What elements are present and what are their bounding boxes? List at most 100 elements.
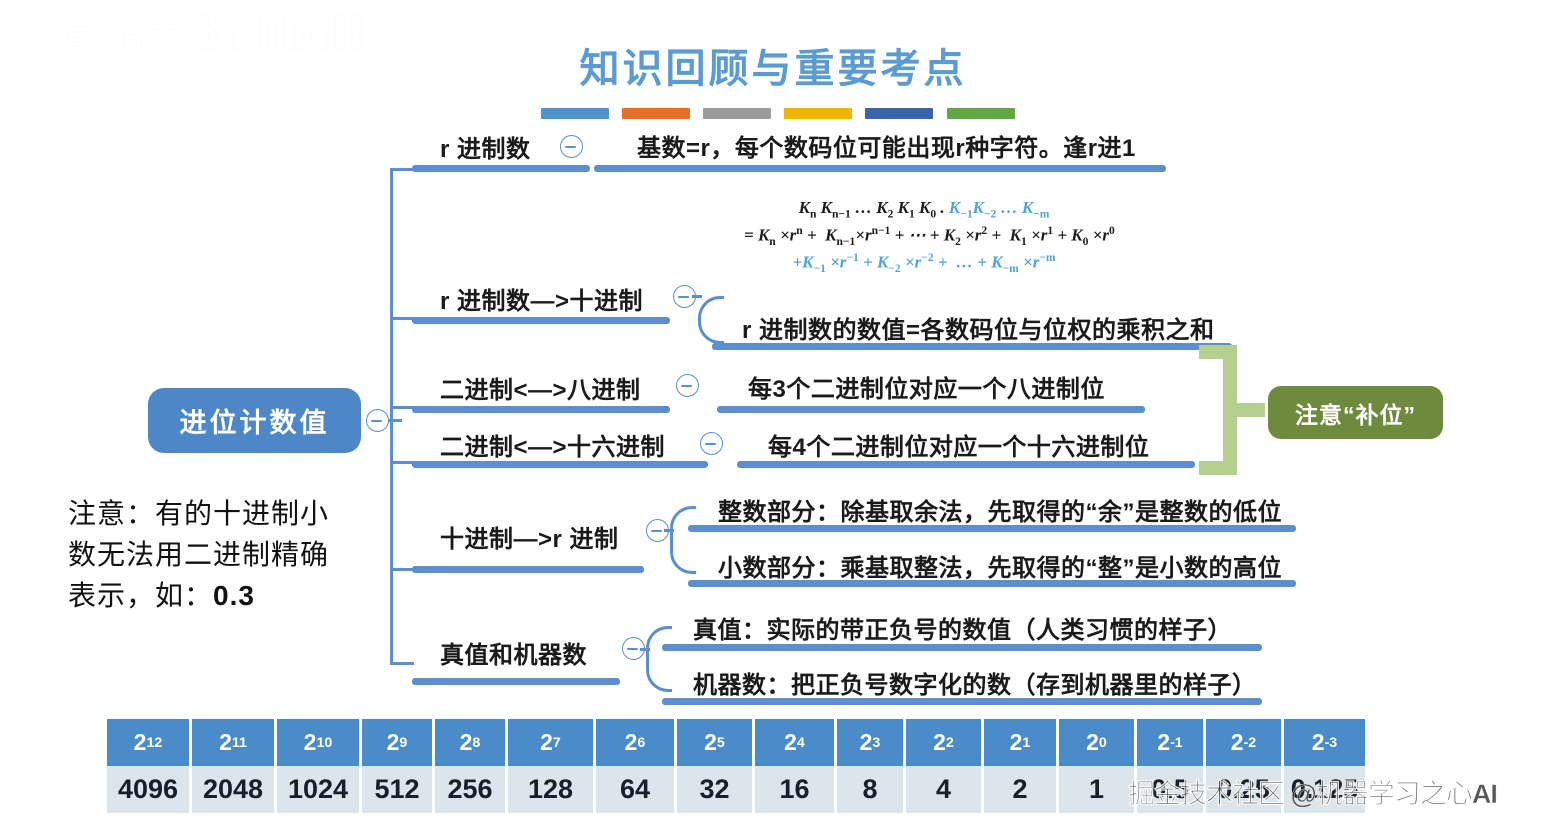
- bilibili-watermark-brand: bilibili: [196, 8, 367, 59]
- branch-underline-true-machine: [412, 678, 620, 685]
- table-value-cell: 2: [984, 766, 1059, 813]
- table-value-cell: 2048: [192, 766, 277, 813]
- content-underline-true-machine-1: [662, 698, 1262, 705]
- bracket-top-arm: [1199, 345, 1223, 359]
- accent-bar-gray: [703, 108, 771, 119]
- callout-badge[interactable]: 注意“补位”: [1268, 386, 1443, 439]
- root-trunk: [390, 168, 393, 662]
- 补位-bracket: [1199, 345, 1265, 475]
- table-value-cell: 8: [837, 766, 906, 813]
- elbow-stub-true-machine: [640, 648, 650, 651]
- accent-bar-row: [541, 108, 1023, 119]
- branch-collapse-icon-r-to-dec[interactable]: [673, 285, 696, 308]
- table-value-cell: 16: [755, 766, 837, 813]
- table-value-cell: 32: [677, 766, 755, 813]
- table-header-cell: 2-3: [1284, 719, 1365, 766]
- note-line-2: 数无法用二进制精确: [68, 539, 330, 571]
- branch-label-bin-oct[interactable]: 二进制<—>八进制: [440, 377, 641, 404]
- note-line-3: 表示，如：0.3: [68, 576, 378, 618]
- table-value-cell: 0.25: [1206, 766, 1284, 813]
- formula-line-1: Kn Kn−1 … K2 K1 K0 . K−1K−2 … K−m: [798, 198, 1050, 221]
- branch-label-r-to-dec[interactable]: r 进制数—>十进制: [440, 288, 644, 315]
- table-value-cell: 0.5: [1137, 766, 1206, 813]
- bilibili-watermark-cn: 三道·哈希: [18, 17, 187, 57]
- accent-bar-blue: [541, 108, 609, 119]
- elbow-dec-to-r: [670, 506, 696, 574]
- accent-bar-green: [947, 108, 1015, 119]
- branch-collapse-icon-r-base[interactable]: [560, 135, 583, 158]
- branch-collapse-icon-bin-oct[interactable]: [676, 374, 699, 397]
- accent-bar-navy: [865, 108, 933, 119]
- spine-stub-5: [390, 568, 414, 571]
- content-underline-bin-hex-0: [737, 461, 1195, 468]
- elbow-true-machine: [646, 626, 672, 692]
- formula-line-2: = Kn ×rn + Kn−1×rn−1 + ⋯ + K2 ×r2 + K1 ×…: [744, 223, 1115, 248]
- branch-content-r-to-dec-0: r 进制数的数值=各数码位与位权的乘积之和: [742, 317, 1215, 344]
- callout-badge-label: 注意“补位”: [1295, 401, 1416, 428]
- table-value-cell: 256: [435, 766, 508, 813]
- root-trunk-stub: [388, 419, 402, 422]
- spine-stub-4: [390, 461, 414, 464]
- content-underline-bin-oct-0: [717, 406, 1145, 413]
- positional-value-formula: Kn Kn−1 … K2 K1 K0 . K−1K−2 … K−m = Kn ×…: [744, 196, 1115, 278]
- table-value-cell: 4: [906, 766, 984, 813]
- content-underline-dec-to-r-0: [688, 525, 1296, 532]
- note-line-1: 注意：有的十进制小: [68, 499, 330, 530]
- branch-content-dec-to-r-0: 整数部分：除基取余法，先取得的“余”是整数的低位: [718, 499, 1282, 526]
- branch-content-dec-to-r-1: 小数部分：乘基取整法，先取得的“整”是小数的高位: [718, 555, 1282, 582]
- content-underline-true-machine-0: [662, 644, 1262, 651]
- branch-content-bin-oct-0: 每3个二进制位对应一个八进制位: [748, 376, 1105, 403]
- decimal-precision-note: 注意：有的十进制小 数无法用二进制精确 表示，如：0.3: [68, 495, 378, 618]
- spine-stub-3: [390, 406, 414, 409]
- page-title: 知识回顾与重要考点: [579, 47, 967, 91]
- table-header-cell: 2-1: [1137, 719, 1206, 766]
- root-node-label: 进位计数值: [179, 408, 330, 438]
- table-value-cell: 4096: [107, 766, 192, 813]
- branch-label-bin-hex[interactable]: 二进制<—>十六进制: [440, 434, 666, 461]
- branch-content-true-machine-1: 机器数：把正负号数字化的数（存到机器里的样子）: [693, 672, 1257, 699]
- spine-stub-1: [390, 168, 414, 171]
- bracket-bottom-arm: [1199, 461, 1237, 475]
- table-value-cell: 1: [1059, 766, 1137, 813]
- content-underline-r-base-0: [594, 165, 1166, 172]
- branch-label-r-base[interactable]: r 进制数: [440, 136, 531, 163]
- branch-content-bin-hex-0: 每4个二进制位对应一个十六进制位: [768, 434, 1150, 461]
- table-value-cell: 512: [362, 766, 435, 813]
- branch-underline-dec-to-r: [412, 566, 644, 573]
- table-value-cell: 1024: [277, 766, 362, 813]
- note-value: 0.3: [213, 580, 255, 612]
- branch-content-r-base-0: 基数=r，每个数码位可能出现r种字符。逢r进1: [637, 135, 1136, 162]
- branch-collapse-icon-dec-to-r[interactable]: [646, 519, 669, 542]
- root-collapse-icon[interactable]: [366, 409, 389, 432]
- branch-collapse-icon-bin-hex[interactable]: [700, 432, 723, 455]
- branch-label-dec-to-r[interactable]: 十进制—>r 进制: [440, 526, 619, 553]
- branch-underline-bin-oct: [412, 406, 670, 413]
- accent-bar-yellow: [784, 108, 852, 119]
- branch-content-true-machine-0: 真值：实际的带正负号的数值（人类习惯的样子）: [693, 617, 1232, 644]
- root-node[interactable]: 进位计数值: [148, 388, 361, 453]
- elbow-stub-r-to-dec: [692, 295, 702, 298]
- table-header-cell: 2-2: [1206, 719, 1284, 766]
- bracket-vertical: [1223, 345, 1237, 475]
- table-value-cell: 0.125: [1284, 766, 1365, 813]
- note-line-3-text: 表示，如：: [68, 581, 214, 613]
- branch-underline-bin-hex: [412, 461, 708, 468]
- branch-label-true-machine[interactable]: 真值和机器数: [440, 642, 587, 669]
- bottom-watermark: 掘金技术社区 @机器学习之心AI: [1128, 779, 1498, 809]
- content-underline-r-to-dec-0: [712, 343, 1232, 350]
